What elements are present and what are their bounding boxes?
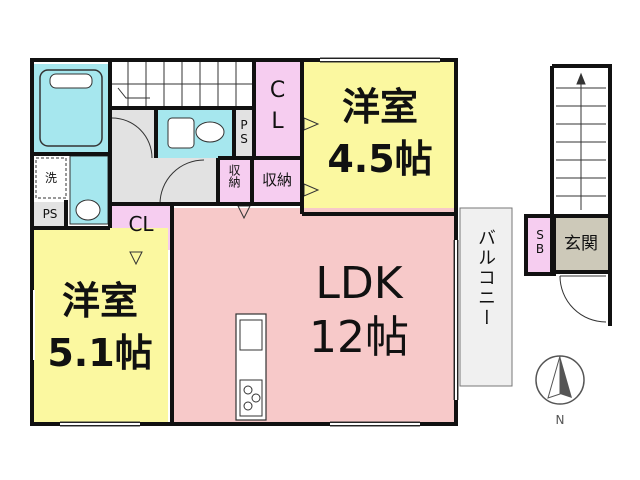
bedroom-upper-size: 4.5帖 (327, 137, 433, 181)
ldk-size: 12帖 (309, 312, 409, 363)
bathtub (39, 69, 103, 147)
washing-machine-spot (35, 157, 67, 199)
bedroom-lower-name: 洋室 (61, 279, 138, 323)
bedroom-lower-area (34, 228, 168, 422)
washbasin (75, 199, 101, 221)
windows (33, 59, 457, 425)
entrance-door-swing (559, 275, 607, 323)
toilet-bowl (195, 121, 225, 143)
bedroom-upper-name: 洋室 (341, 85, 418, 129)
porch-area (553, 272, 609, 324)
hall-door-swing-2 (159, 159, 205, 205)
ldk-name: LDK (315, 258, 403, 309)
ps-wash-area (34, 202, 66, 226)
entrance-walls (524, 64, 612, 326)
balcony-area (459, 207, 513, 387)
kitchen-stove (239, 379, 263, 417)
ps-top-label: PS (237, 118, 251, 146)
closet-upper-area (254, 60, 302, 160)
entrance-stairs (556, 72, 606, 210)
window-lines (60, 57, 459, 427)
entrance-label: 玄関 (564, 234, 598, 254)
kitchen-sink (239, 319, 263, 351)
ps-wash-label: PS (42, 207, 58, 221)
bath-faucet (49, 73, 93, 89)
compass-label: N (555, 413, 565, 427)
compass-icon (535, 355, 585, 405)
toilet-tank (167, 117, 195, 149)
bedroom-upper-area (302, 62, 454, 214)
main-stairs (112, 62, 252, 106)
entrance-area (553, 218, 609, 272)
shuunou-wide-area (252, 160, 302, 204)
ldk-area (174, 208, 456, 422)
closet-upper-label: CL (265, 78, 290, 140)
shuunou-wide-label: 収納 (261, 171, 292, 189)
ps-top-area (234, 110, 254, 156)
sb-label: SB (533, 228, 547, 256)
wash-label: 洗 (44, 171, 57, 185)
balcony-label: バルコニー (475, 228, 496, 328)
shuunou-small-area (218, 158, 252, 204)
hall-door-swing (111, 117, 153, 159)
sb-area (528, 218, 552, 272)
closet-lower-label: CL (128, 212, 154, 236)
bedroom-lower-size: 5.1帖 (47, 331, 153, 375)
shuunou-small-label: 収納 (227, 164, 241, 188)
